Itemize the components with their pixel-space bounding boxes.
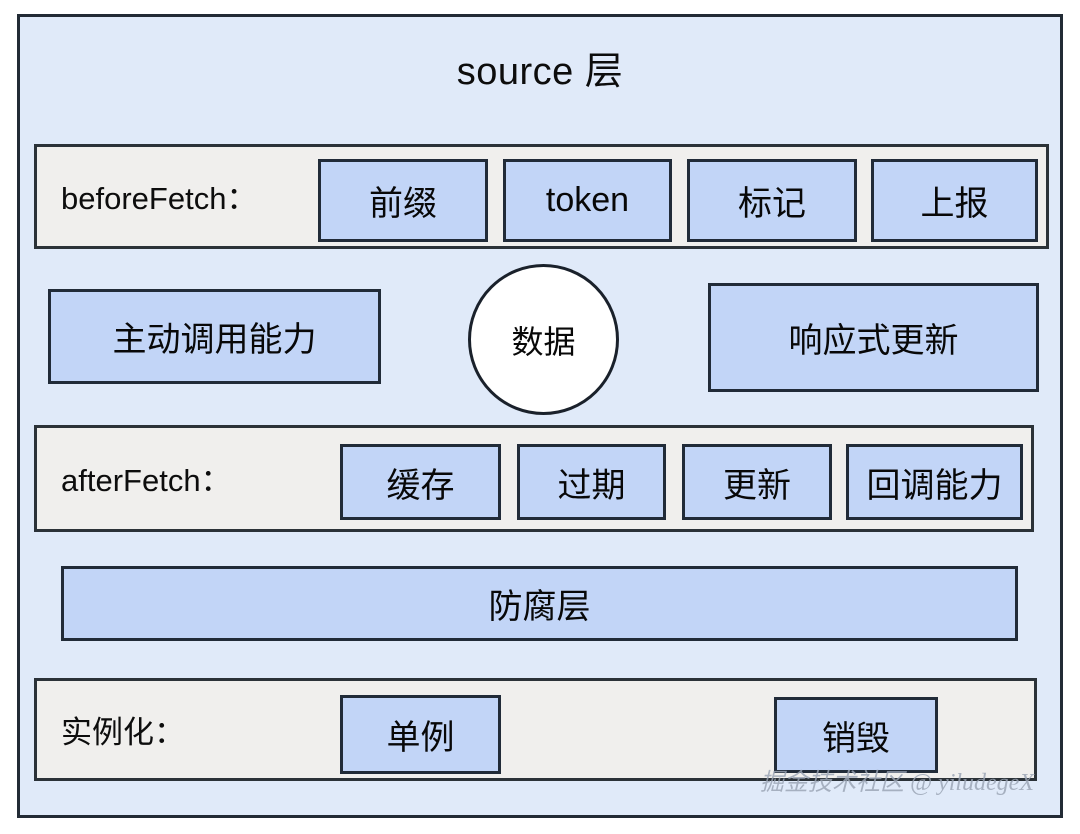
page-title: source 层 xyxy=(456,51,624,93)
after-fetch-item-cache[interactable]: 缓存 xyxy=(340,444,501,520)
source-layer-frame: source 层 beforeFetch： 前缀 token 标记 上报 主动调… xyxy=(17,14,1063,818)
instantiation-item-singleton[interactable]: 单例 xyxy=(340,695,501,774)
after-fetch-panel: afterFetch： 缓存 过期 更新 回调能力 xyxy=(34,425,1034,532)
after-fetch-item-update[interactable]: 更新 xyxy=(682,444,832,520)
active-invocation-box[interactable]: 主动调用能力 xyxy=(48,289,381,384)
before-fetch-label: beforeFetch： xyxy=(61,181,258,216)
before-fetch-item-prefix[interactable]: 前缀 xyxy=(318,159,488,242)
before-fetch-item-report[interactable]: 上报 xyxy=(871,159,1038,242)
instantiation-label: 实例化： xyxy=(61,715,185,750)
before-fetch-item-token[interactable]: token xyxy=(503,159,672,242)
before-fetch-item-mark[interactable]: 标记 xyxy=(687,159,857,242)
data-circle[interactable]: 数据 xyxy=(468,264,619,415)
instantiation-panel: 实例化： 单例 销毁 xyxy=(34,678,1037,781)
instantiation-item-destroy[interactable]: 销毁 xyxy=(774,697,938,773)
after-fetch-item-callback[interactable]: 回调能力 xyxy=(846,444,1023,520)
before-fetch-panel: beforeFetch： 前缀 token 标记 上报 xyxy=(34,144,1049,249)
reactive-update-box[interactable]: 响应式更新 xyxy=(708,283,1039,392)
anti-corruption-layer-box[interactable]: 防腐层 xyxy=(61,566,1018,641)
after-fetch-item-expire[interactable]: 过期 xyxy=(517,444,666,520)
after-fetch-label: afterFetch： xyxy=(61,463,232,498)
